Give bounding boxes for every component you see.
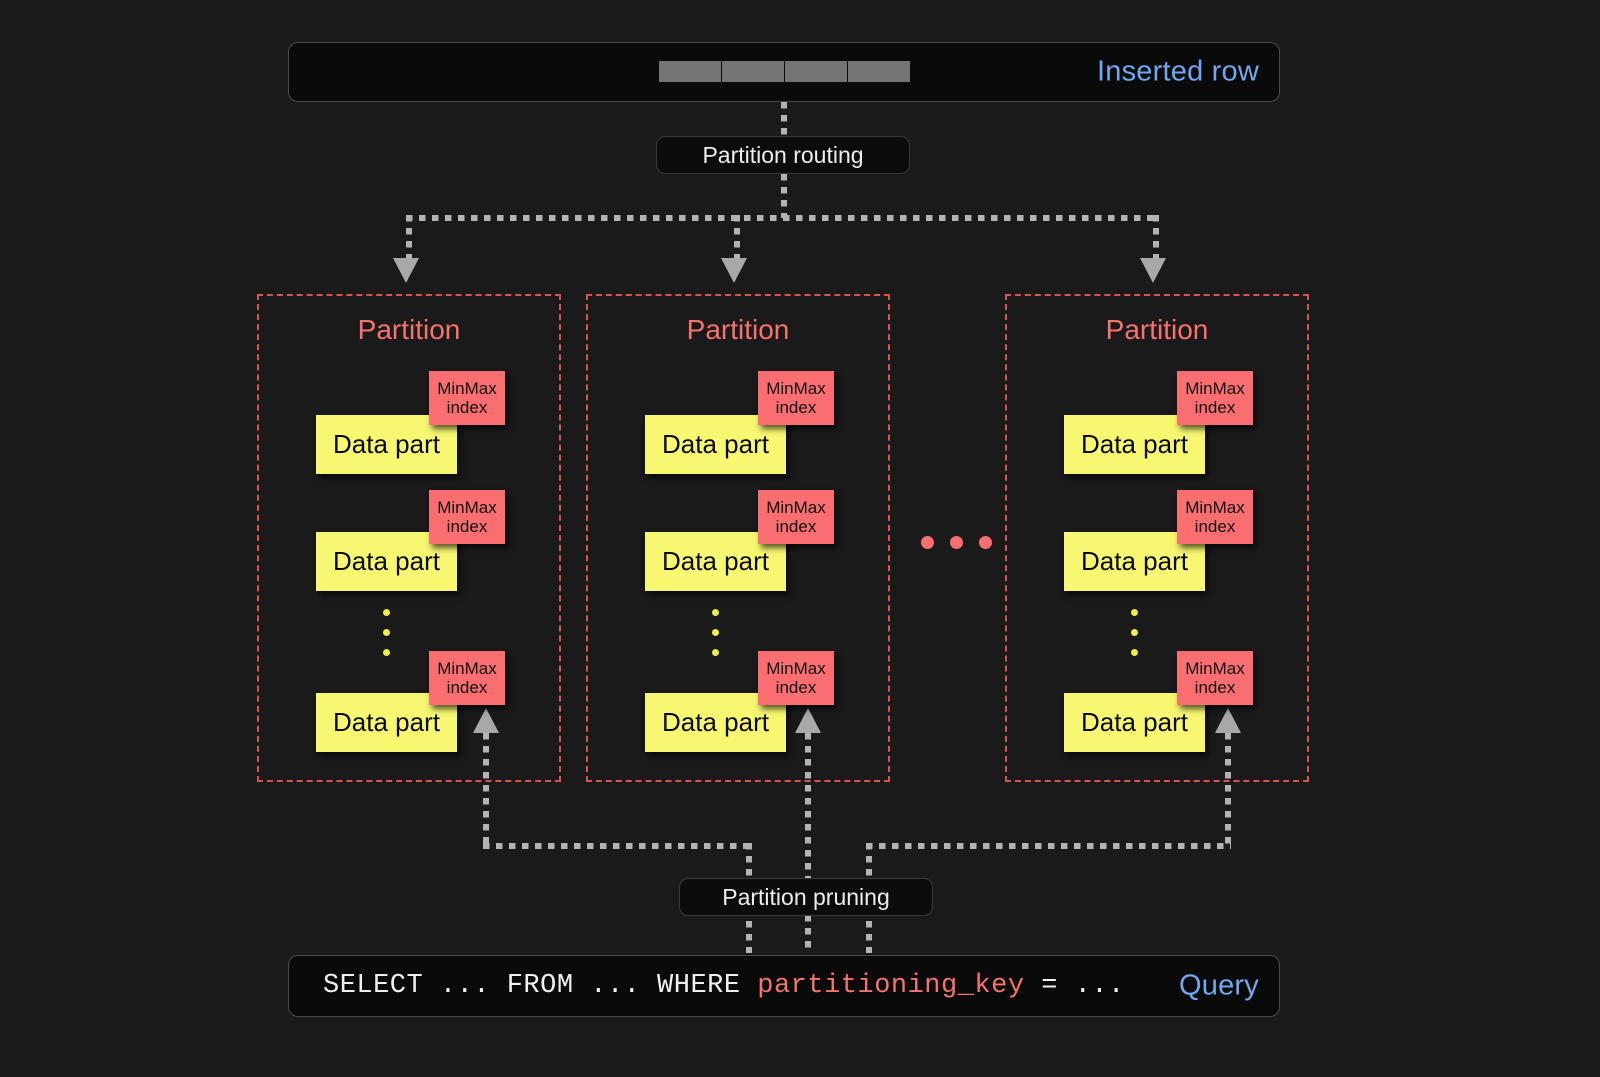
arrow-up-partition-1 [473,708,499,733]
data-part-ellipsis-1 [383,609,390,669]
partition-box-1[interactable]: Partition MinMax index Data part MinMax … [257,294,561,782]
arrow-down-partition-3 [1140,258,1166,283]
connector-partition-3-down [1225,733,1231,848]
query-partitioning-key: partitioning_key [757,971,1025,1001]
partition-title-1: Partition [357,314,461,345]
minmax-line1: MinMax [766,378,826,398]
minmax-index-3-3: MinMax index [1177,651,1253,705]
minmax-line1: MinMax [766,658,826,678]
row-cell [659,61,721,82]
minmax-index-1-1: MinMax index [429,371,505,425]
minmax-line2: index [446,678,488,697]
minmax-line2: index [1194,517,1236,536]
data-part-ellipsis-2 [712,609,719,669]
partition-title-3: Partition [1105,314,1209,345]
inserted-row-cells [659,61,910,82]
minmax-index-1-2: MinMax index [429,490,505,544]
inserted-row-bar: Inserted row [288,42,1280,102]
row-cell [785,61,847,82]
minmax-line2: index [775,517,817,536]
query-bar: SELECT ... FROM ... WHERE partitioning_k… [288,955,1280,1017]
data-part-1-3: Data part [316,693,457,752]
data-part-ellipsis-3 [1131,609,1138,669]
minmax-line2: index [1194,678,1236,697]
connector-routing-bus [406,215,1156,221]
data-part-3-3: Data part [1064,693,1205,752]
minmax-index-2-1: MinMax index [758,371,834,425]
minmax-index-3-1: MinMax index [1177,371,1253,425]
partition-routing-box[interactable]: Partition routing [656,136,910,174]
connector-partition-3-to-pruning [866,843,1231,849]
arrow-up-partition-3 [1215,708,1241,733]
query-prefix: SELECT ... FROM ... WHERE [323,971,758,1001]
partition-box-2[interactable]: Partition MinMax index Data part MinMax … [586,294,890,782]
connector-row-to-routing [781,102,787,138]
minmax-index-2-3: MinMax index [758,651,834,705]
minmax-line2: index [446,398,488,417]
arrow-up-partition-2 [795,708,821,733]
arrow-down-partition-1 [393,258,419,283]
minmax-line1: MinMax [437,658,497,678]
connector-routing-to-partition-3 [1153,215,1159,260]
connector-routing-to-partition-2 [734,215,740,260]
partition-title-2: Partition [686,314,790,345]
minmax-line2: index [446,517,488,536]
partition-ellipsis [921,536,992,549]
arrow-down-partition-2 [721,258,747,283]
partition-box-3[interactable]: Partition MinMax index Data part MinMax … [1005,294,1309,782]
minmax-line1: MinMax [1185,497,1245,517]
row-cell [848,61,910,82]
partition-routing-label: Partition routing [702,141,864,168]
partition-pruning-box[interactable]: Partition pruning [679,878,933,916]
row-cell [722,61,784,82]
connector-partition-2-down [805,733,811,953]
query-suffix: = ... [1024,971,1125,1001]
minmax-line1: MinMax [437,497,497,517]
minmax-line2: index [1194,398,1236,417]
connector-partition-1-to-pruning [483,843,752,849]
connector-routing-trunk [781,174,787,218]
partition-pruning-label: Partition pruning [722,883,890,910]
query-text: SELECT ... FROM ... WHERE partitioning_k… [323,971,1125,1001]
query-label: Query [1179,969,1259,1002]
minmax-line2: index [775,678,817,697]
connector-partition-1-down [483,733,489,848]
connector-routing-to-partition-1 [406,215,412,260]
data-part-3-2: Data part [1064,532,1205,591]
minmax-index-2-2: MinMax index [758,490,834,544]
data-part-1-2: Data part [316,532,457,591]
minmax-index-3-2: MinMax index [1177,490,1253,544]
minmax-line2: index [775,398,817,417]
inserted-row-label: Inserted row [1097,55,1259,88]
minmax-line1: MinMax [766,497,826,517]
minmax-line1: MinMax [437,378,497,398]
minmax-index-1-3: MinMax index [429,651,505,705]
minmax-line1: MinMax [1185,378,1245,398]
minmax-line1: MinMax [1185,658,1245,678]
